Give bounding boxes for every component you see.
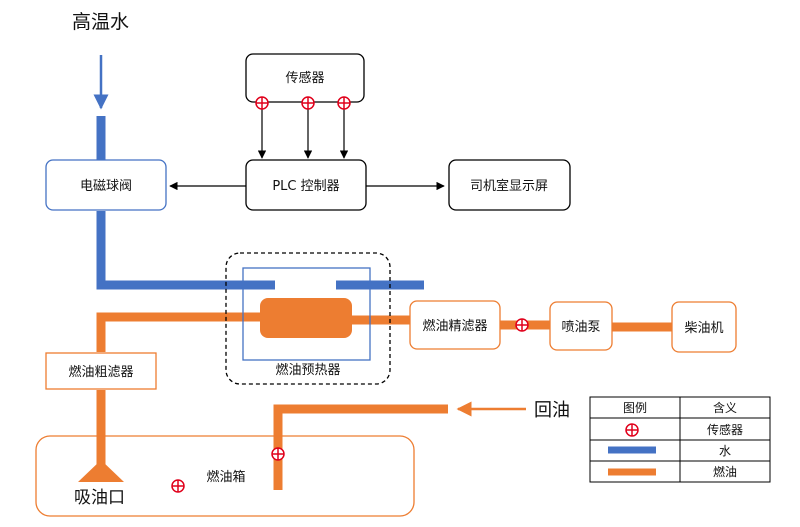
- fuel-tank-label: 燃油箱: [206, 469, 245, 485]
- preheater-label: 燃油预热器: [275, 362, 340, 378]
- sensor-icon: [271, 447, 285, 461]
- water-pipe-valve-to-preheater: [96, 211, 275, 290]
- sensor-icon: [255, 96, 269, 110]
- plc-controller-label: PLC 控制器: [272, 179, 339, 194]
- legend-header-symbol: 图例: [623, 401, 647, 415]
- coarse-filter-label: 燃油粗滤器: [68, 364, 133, 380]
- preheater-dashed-border: [225, 252, 391, 385]
- hot-water-label: 高温水: [72, 11, 129, 33]
- legend-sensor-icon: [625, 423, 639, 437]
- sensor-icon: [171, 479, 185, 493]
- injection-pump-box: [549, 301, 613, 351]
- sensor-box-label: 传感器: [285, 70, 324, 86]
- legend-water-meaning: 水: [719, 444, 731, 458]
- diesel-engine-label: 柴油机: [684, 321, 723, 336]
- fine-filter-box: [409, 300, 501, 350]
- fuel-return-pipe: [273, 404, 448, 490]
- diesel-engine-box: [671, 301, 737, 353]
- sensor-icon: [515, 318, 529, 332]
- legend-table: 图例 含义 传感器 水 燃油: [589, 396, 771, 483]
- sensor-icon: [301, 96, 315, 110]
- fine-filter-label: 燃油精滤器: [422, 318, 487, 334]
- driver-display-label: 司机室显示屏: [470, 178, 548, 194]
- injection-pump-label: 喷油泵: [561, 320, 600, 335]
- return-oil-label: 回油: [534, 400, 570, 421]
- fuel-tank-box: [35, 435, 415, 517]
- coarse-filter-box: [45, 352, 157, 390]
- legend-header-meaning: 含义: [713, 400, 737, 415]
- fuel-pipe-preheater-to-coarse-filter: [96, 312, 260, 352]
- suction-port-label: 吸油口: [74, 488, 125, 508]
- legend-sensor-meaning: 传感器: [707, 422, 743, 437]
- sensor-icon: [337, 96, 351, 110]
- preheater-water-jacket: [242, 267, 371, 361]
- solenoid-valve-label: 电磁球阀: [80, 179, 132, 194]
- solenoid-valve-box: [45, 159, 167, 211]
- driver-display-box: [448, 159, 571, 211]
- legend-fuel-meaning: 燃油: [713, 464, 737, 479]
- preheater-fuel-core: [260, 298, 352, 338]
- plc-controller-box: [245, 159, 367, 211]
- suction-port-shape: [78, 460, 124, 482]
